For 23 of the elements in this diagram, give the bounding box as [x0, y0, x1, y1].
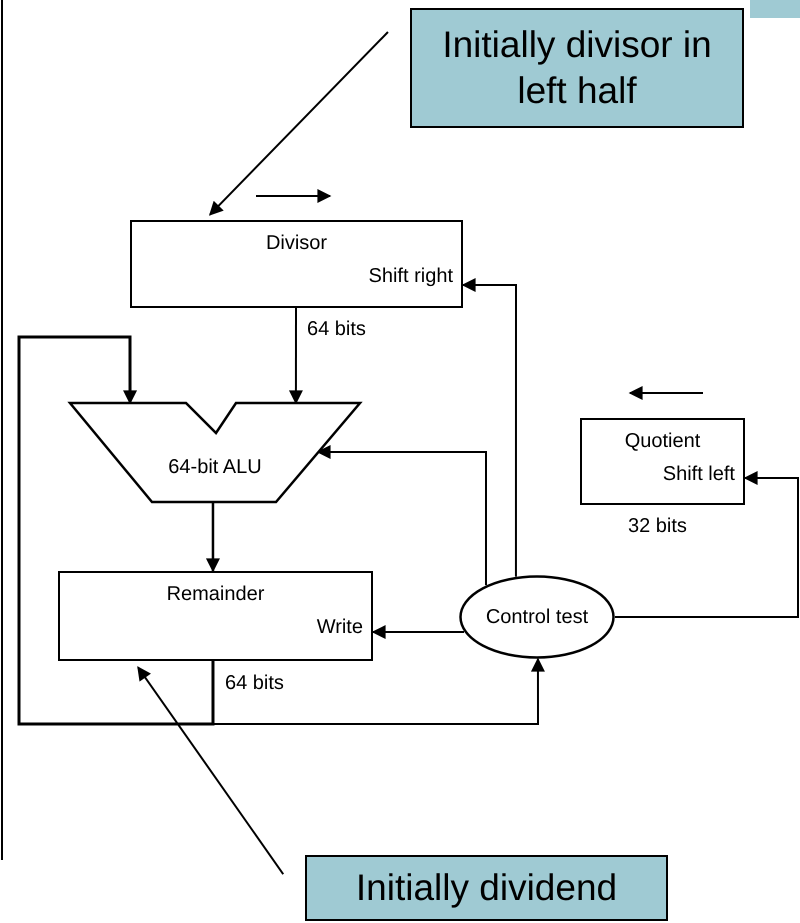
- operation-label: Write: [316, 616, 363, 639]
- callout-box: Initially dividend: [305, 855, 668, 921]
- register-name: Divisor: [266, 232, 328, 255]
- arrow: [212, 658, 545, 725]
- arrow: [615, 471, 799, 618]
- arrow: [288, 308, 303, 404]
- divisor-register: [130, 220, 463, 308]
- arrow: [137, 666, 284, 875]
- arrow: [18, 336, 214, 726]
- arrow: [206, 502, 220, 572]
- operation-label: Shift left: [662, 463, 735, 486]
- register-name: Quotient: [624, 430, 700, 453]
- operation-label: Shift right: [368, 265, 453, 288]
- arrow: [372, 625, 464, 640]
- alu-label: 64-bit ALU: [168, 454, 262, 480]
- arrow: [316, 445, 487, 586]
- callout-box: Initially divisor in left half: [410, 8, 744, 128]
- control-label: Control test: [486, 605, 588, 630]
- quotient-register: [580, 418, 745, 505]
- arrow: [462, 278, 517, 577]
- arrow: [208, 31, 389, 216]
- remainder-register: [58, 571, 373, 661]
- register-name: Remainder: [166, 583, 264, 606]
